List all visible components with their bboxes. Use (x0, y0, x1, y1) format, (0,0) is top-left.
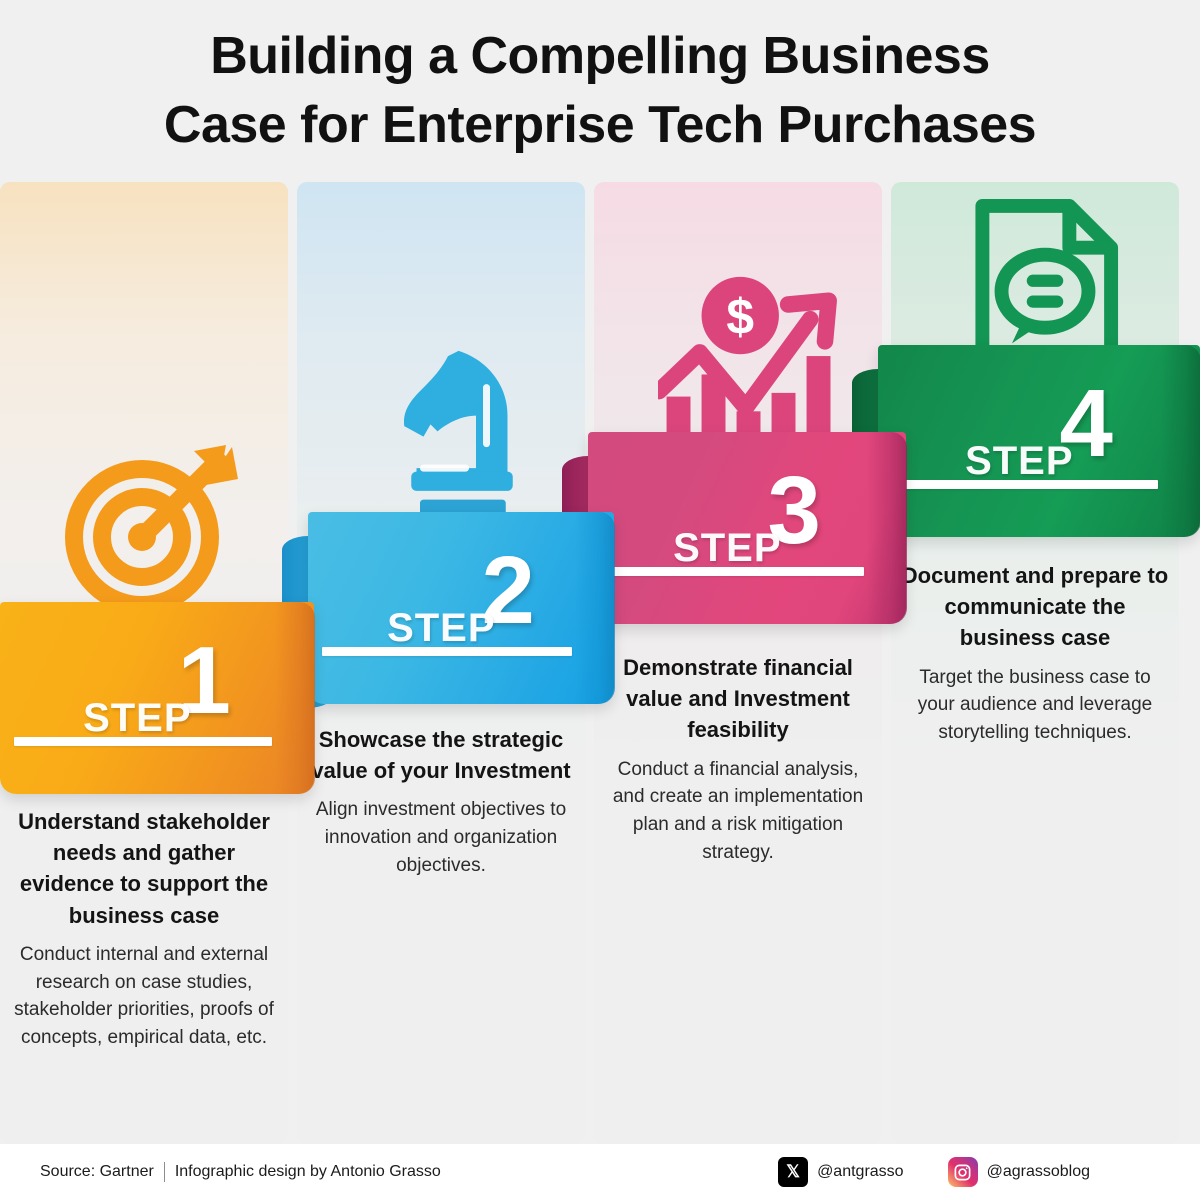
chess-knight-icon (370, 340, 560, 530)
title-line-1: Building a Compelling Business (210, 27, 990, 85)
ribbon-body-1 (0, 602, 314, 794)
ribbon-body-3 (588, 432, 906, 624)
social-instagram[interactable]: @agrassoblog (947, 1157, 1090, 1187)
step-text-4: Document and prepare to communicate the … (891, 560, 1179, 747)
step-heading-3: Demonstrate financial value and Investme… (623, 655, 853, 743)
step-label-3: STEP 3 (588, 457, 906, 570)
column-card-4 (891, 182, 1179, 1144)
document-speech-bubble-icon (955, 190, 1135, 370)
footer-source: Source: Gartner (40, 1163, 154, 1180)
step-heading-4: Document and prepare to communicate the … (901, 563, 1169, 651)
step-banner-1: STEP 1 (0, 602, 315, 794)
step-banner-2: STEP 2 (282, 512, 615, 708)
svg-text:$: $ (726, 289, 754, 345)
footer-bar: Source: Gartner Infographic design by An… (0, 1144, 1200, 1200)
ribbon-body-4 (878, 345, 1200, 537)
step-number-4: 4 (1059, 370, 1113, 477)
step-word-2: STEP (387, 606, 496, 650)
step-word-4: STEP (965, 439, 1074, 483)
growth-chart-dollar-icon: $ (650, 270, 870, 450)
step-body-1: Conduct internal and external research o… (14, 943, 274, 1049)
step-heading-2: Showcase the strategic value of your Inv… (311, 727, 571, 784)
ribbon-rule-2 (322, 647, 572, 656)
step-label-2: STEP 2 (308, 537, 614, 650)
step-text-1: Understand stakeholder needs and gather … (0, 806, 288, 1052)
footer-credit: Infographic design by Antonio Grasso (174, 1163, 441, 1180)
step-body-2: Align investment objectives to innovatio… (315, 799, 567, 876)
step-number-2: 2 (481, 537, 535, 644)
instagram-icon (947, 1157, 978, 1187)
x-handle: @antgrasso (817, 1163, 904, 1180)
footer-attribution: Source: Gartner Infographic design by An… (40, 1162, 441, 1182)
step-word-1: STEP (83, 696, 192, 740)
step-label-1: STEP 1 (0, 627, 314, 740)
step-text-2: Showcase the strategic value of your Inv… (297, 724, 585, 880)
footer-divider (163, 1162, 165, 1182)
step-label-4: STEP 4 (878, 370, 1200, 483)
page-title: Building a Compelling Business Case for … (0, 22, 1200, 159)
ribbon-rule-3 (602, 567, 864, 576)
ribbon-body-2 (308, 512, 614, 704)
title-line-2: Case for Enterprise Tech Purchases (163, 95, 1037, 154)
step-number-3: 3 (767, 457, 821, 564)
step-word-3: STEP (673, 526, 782, 570)
step-number-1: 1 (177, 627, 231, 734)
x-twitter-icon: 𝕏 (778, 1157, 809, 1187)
step-body-3: Conduct a financial analysis, and create… (612, 758, 864, 863)
target-arrow-icon (40, 425, 260, 625)
step-banner-3: STEP 3 (562, 432, 907, 628)
footer-socials: 𝕏 @antgrasso @agrassoblog (778, 1157, 1090, 1187)
step-heading-1: Understand stakeholder needs and gather … (18, 809, 270, 928)
ribbon-rule-4 (892, 480, 1158, 489)
social-x[interactable]: 𝕏 @antgrasso (778, 1157, 904, 1187)
step-text-3: Demonstrate financial value and Investme… (594, 652, 882, 867)
step-banner-4: STEP 4 (852, 345, 1200, 541)
instagram-handle: @agrassoblog (986, 1163, 1090, 1180)
step-body-4: Target the business case to your audienc… (917, 666, 1153, 744)
ribbon-rule-1 (14, 737, 272, 746)
